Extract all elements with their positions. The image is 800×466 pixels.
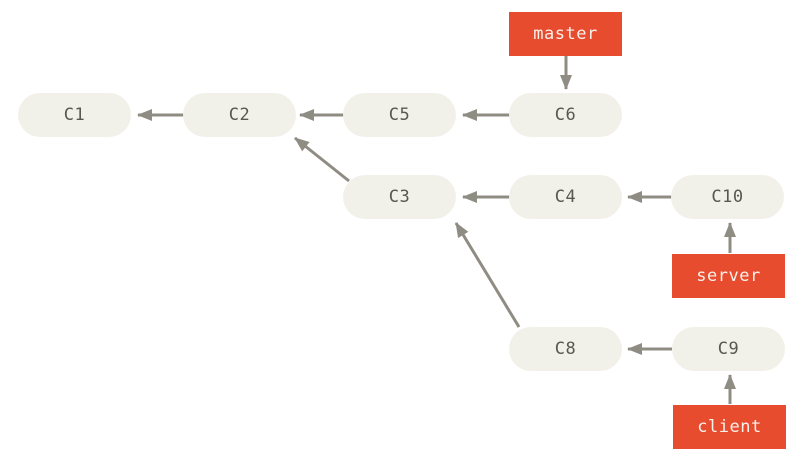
commit-label: C6	[554, 105, 577, 125]
commit-node-c3: C3	[343, 175, 456, 219]
commit-label: C1	[63, 105, 86, 125]
commit-label: C3	[388, 187, 411, 207]
branch-name: client	[697, 417, 762, 437]
commit-label: C4	[554, 187, 577, 207]
branch-label-server: server	[672, 254, 785, 298]
commit-node-c5: C5	[343, 93, 456, 137]
commit-node-c1: C1	[18, 93, 131, 137]
commit-node-c9: C9	[672, 327, 785, 371]
commit-label: C9	[717, 339, 740, 359]
commit-node-c8: C8	[509, 327, 622, 371]
commit-node-c6: C6	[509, 93, 622, 137]
edge-C8-to-C3	[454, 222, 521, 328]
commit-label: C8	[554, 339, 577, 359]
branch-name: server	[696, 266, 761, 286]
branch-name: master	[533, 24, 598, 44]
commit-node-c4: C4	[509, 175, 622, 219]
commit-label: C2	[228, 105, 251, 125]
commit-node-c10: C10	[671, 175, 784, 219]
branch-label-master: master	[509, 12, 622, 56]
commit-node-c2: C2	[183, 93, 296, 137]
branch-label-client: client	[673, 405, 786, 449]
commit-label: C10	[711, 187, 744, 207]
commit-label: C5	[388, 105, 411, 125]
edge-C3-to-C2	[294, 136, 350, 183]
